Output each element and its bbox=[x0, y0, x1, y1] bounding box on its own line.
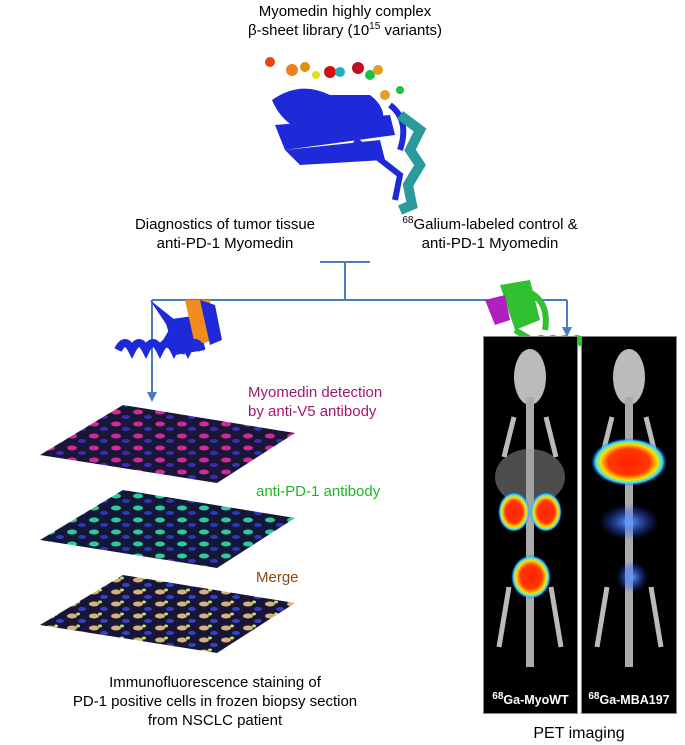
library-protein-structure bbox=[265, 57, 427, 215]
if-layer-anti-pd1 bbox=[40, 490, 295, 568]
pet-label-mba197: 68Ga-MBA197 bbox=[582, 690, 676, 707]
pet-panel-mba197: 68Ga-MBA197 bbox=[581, 336, 677, 714]
anti-pd1-myomedin-structure-blue bbox=[114, 300, 222, 359]
arrow-down-right-icon bbox=[562, 327, 572, 337]
pet-caption: PET imaging bbox=[533, 725, 625, 742]
isotope-sup: 68 bbox=[492, 690, 504, 702]
library-title: Myomedin highly complex β-sheet library … bbox=[230, 2, 460, 40]
right-branch-line2: anti-PD-1 Myomedin bbox=[421, 235, 559, 252]
if-caption: Immunofluorescence staining of PD-1 posi… bbox=[20, 673, 410, 730]
pet-label-text: Ga-MBA197 bbox=[599, 693, 670, 707]
if-caption-line3: from NSCLC patient bbox=[147, 712, 283, 729]
isotope-sup: 68 bbox=[402, 215, 414, 226]
library-exponent: 15 bbox=[369, 21, 381, 32]
layer-label-anti-pd1: anti-PD-1 antibody bbox=[256, 483, 381, 500]
layer-label-anti-v5: Myomedin detection by anti-V5 antibody bbox=[248, 383, 382, 421]
pet-label-myowt: 68Ga-MyoWT bbox=[484, 690, 577, 707]
layer-label-line1: Myomedin detection bbox=[248, 384, 383, 401]
layer-label-merge: Merge bbox=[256, 569, 299, 586]
pet-label-text: Ga-MyoWT bbox=[503, 693, 569, 707]
if-layer-anti-v5 bbox=[40, 405, 295, 483]
if-caption-line2: PD-1 positive cells in frozen biopsy sec… bbox=[72, 693, 358, 710]
pet-skeleton-image bbox=[495, 349, 565, 667]
if-caption-line1: Immunofluorescence staining of bbox=[109, 674, 321, 691]
left-branch-line2: anti-PD-1 Myomedin bbox=[156, 235, 294, 252]
library-title-line2: β-sheet library (1015 variants) bbox=[230, 21, 460, 40]
right-branch-line1: 68Galium-labeled control & bbox=[370, 215, 610, 234]
if-layer-merge bbox=[40, 575, 295, 653]
left-branch-label: Diagnostics of tumor tissue anti-PD-1 My… bbox=[100, 215, 350, 253]
pet-panel-myowt: 68Ga-MyoWT bbox=[483, 336, 578, 714]
arrow-down-left-icon bbox=[147, 392, 157, 402]
library-title-suffix: variants) bbox=[380, 22, 442, 39]
library-title-text: β-sheet library (10 bbox=[248, 22, 370, 39]
right-branch-text: Galium-labeled control & bbox=[413, 216, 578, 233]
isotope-sup: 68 bbox=[588, 690, 600, 702]
layer-label-line2: by anti-V5 antibody bbox=[248, 403, 377, 420]
right-branch-label: 68Galium-labeled control & anti-PD-1 Myo… bbox=[370, 215, 610, 253]
pet-skeleton-image bbox=[591, 349, 667, 667]
left-branch-line1: Diagnostics of tumor tissue bbox=[134, 216, 316, 233]
library-title-line1: Myomedin highly complex bbox=[258, 3, 432, 20]
